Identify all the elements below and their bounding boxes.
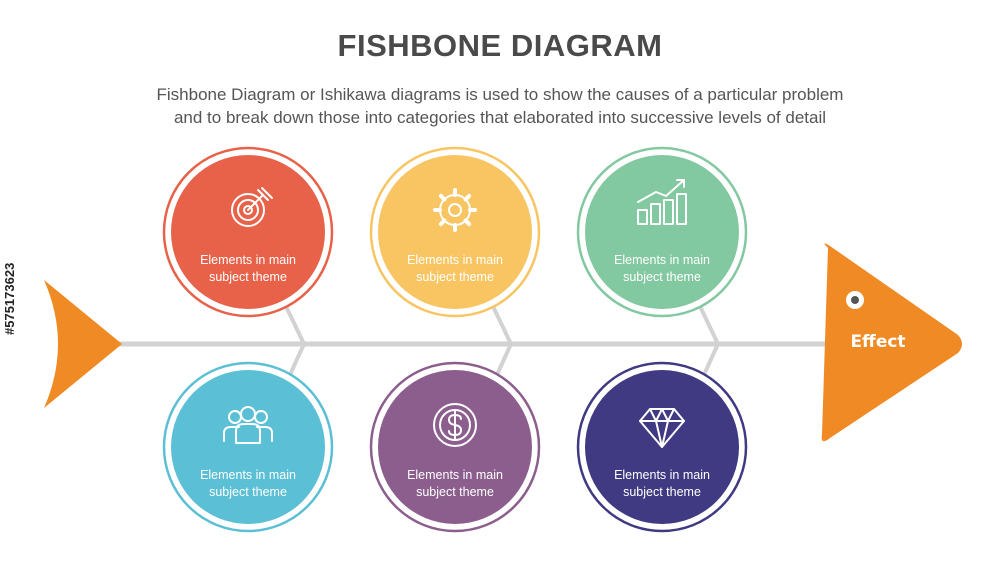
cause-label-line-1: Elements in main xyxy=(614,253,710,267)
cause-label-line-2: subject theme xyxy=(209,485,287,499)
dollar-coin-icon xyxy=(433,403,477,447)
cause-node: Elements in main subject theme xyxy=(162,146,334,318)
effect-label: Effect xyxy=(850,332,905,352)
cause-label-line-2: subject theme xyxy=(416,270,494,284)
cause-node: Elements in main subject theme xyxy=(576,361,748,533)
cause-label-line-2: subject theme xyxy=(623,270,701,284)
target-icon xyxy=(231,187,273,227)
diamond-icon xyxy=(639,408,685,448)
cause-label-line-1: Elements in main xyxy=(200,468,296,482)
cause-disk xyxy=(585,155,739,309)
subtitle-line-2: and to break down those into categories … xyxy=(173,108,827,127)
cause-node: Elements in main subject theme xyxy=(369,361,541,533)
cause-label-line-2: subject theme xyxy=(416,485,494,499)
page-subtitle: Fishbone Diagram or Ishikawa diagrams is… xyxy=(80,83,920,129)
cause-disk xyxy=(171,370,325,524)
cause-disk xyxy=(171,155,325,309)
fish-tail xyxy=(44,280,122,408)
cause-node: Elements in main subject theme xyxy=(162,361,334,533)
cause-label-line-1: Elements in main xyxy=(200,253,296,267)
bar-chart-growth-icon xyxy=(637,179,687,225)
cause-node: Elements in main subject theme xyxy=(576,146,748,318)
cause-label-line-1: Elements in main xyxy=(614,468,710,482)
cause-label-line-2: subject theme xyxy=(623,485,701,499)
cause-node: Elements in main subject theme xyxy=(369,146,541,318)
cause-label-line-2: subject theme xyxy=(209,270,287,284)
stock-watermark-id: #575173623 xyxy=(2,262,17,335)
team-icon xyxy=(223,406,273,444)
cause-label-line-1: Elements in main xyxy=(407,468,503,482)
page-title: FISHBONE DIAGRAM xyxy=(337,28,663,63)
fish-eye-pupil xyxy=(851,296,859,304)
gear-icon xyxy=(433,188,477,232)
subtitle-line-1: Fishbone Diagram or Ishikawa diagrams is… xyxy=(156,85,844,104)
cause-label-line-1: Elements in main xyxy=(407,253,503,267)
